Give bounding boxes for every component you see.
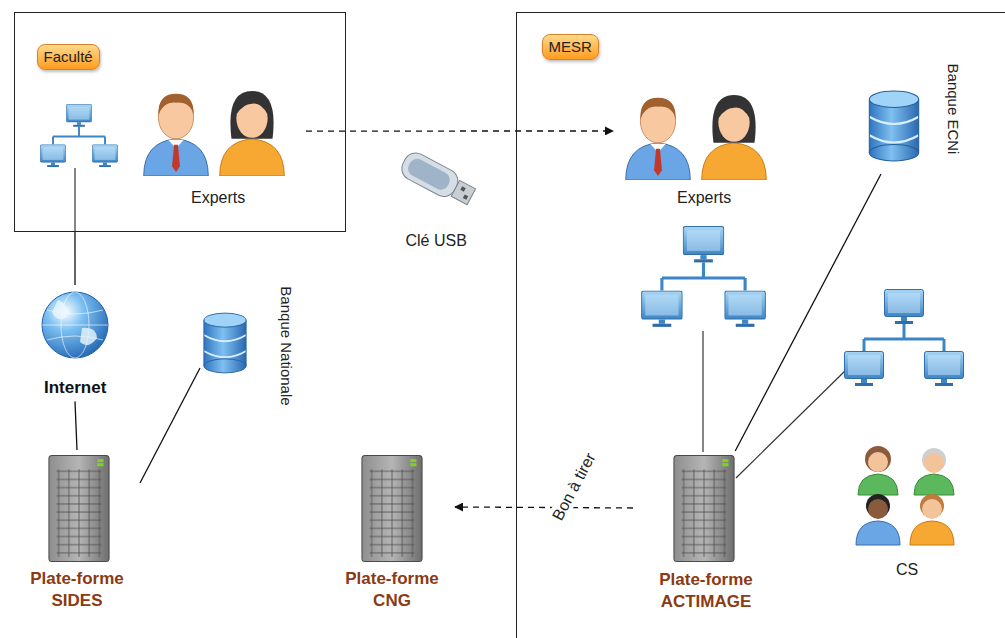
platform-title: Plate-forme ACTIMAGE bbox=[636, 569, 776, 613]
group-icon bbox=[856, 446, 954, 545]
network-icon bbox=[40, 104, 117, 167]
person-icon bbox=[702, 95, 767, 180]
edge-label: Clé USB bbox=[404, 231, 469, 250]
node-label: CS bbox=[896, 560, 918, 579]
wire bbox=[702, 331, 703, 452]
globe-icon bbox=[42, 292, 108, 358]
server-node: Plate-forme SIDES bbox=[14, 450, 140, 615]
database-icon bbox=[869, 91, 918, 161]
platform-title: Plate-forme CNG bbox=[332, 568, 452, 612]
server-icon bbox=[674, 456, 734, 562]
network-icon bbox=[845, 290, 964, 387]
server-icon bbox=[49, 456, 109, 562]
server-node: Plate-forme ACTIMAGE bbox=[633, 451, 779, 616]
region-badge: MESR bbox=[542, 34, 599, 60]
node-label: Experts bbox=[191, 188, 245, 207]
node-label: Experts bbox=[677, 188, 731, 207]
node-label: Banque Nationale bbox=[276, 286, 294, 405]
usb-icon bbox=[398, 149, 478, 209]
wire bbox=[74, 168, 75, 232]
database-node: Banque ECNi bbox=[851, 59, 971, 174]
internet-node: Internet bbox=[25, 285, 125, 401]
network-icon bbox=[642, 227, 766, 327]
person-icon bbox=[626, 98, 691, 180]
node-label: Banque ECNi bbox=[944, 64, 962, 155]
experts-group: Experts bbox=[613, 86, 783, 211]
connector bbox=[74, 232, 75, 285]
wire bbox=[736, 368, 848, 478]
server-node: Plate-forme CNG bbox=[329, 450, 455, 615]
database-icon bbox=[204, 313, 246, 373]
experts-group: Experts bbox=[131, 81, 306, 211]
person-icon bbox=[144, 94, 209, 176]
server-icon bbox=[362, 456, 422, 562]
committee-node: CS bbox=[851, 436, 966, 582]
database-node: Banque Nationale bbox=[200, 245, 305, 450]
connector bbox=[75, 401, 77, 450]
dashed-arrow bbox=[455, 507, 633, 508]
node-label: Internet bbox=[44, 378, 106, 398]
ministry-region: MESR Experts Banque ECNiPlate-forme ACTIMA… bbox=[516, 12, 1005, 638]
faculty-box: FacultéExperts bbox=[14, 12, 346, 232]
edge-label: Bon à tirer bbox=[547, 447, 600, 525]
platform-title: Plate-forme SIDES bbox=[17, 568, 137, 612]
dashed-arrow bbox=[306, 130, 613, 131]
connector bbox=[735, 174, 881, 451]
connector bbox=[140, 368, 200, 483]
person-icon bbox=[220, 91, 285, 176]
region-badge: Faculté bbox=[37, 44, 100, 70]
